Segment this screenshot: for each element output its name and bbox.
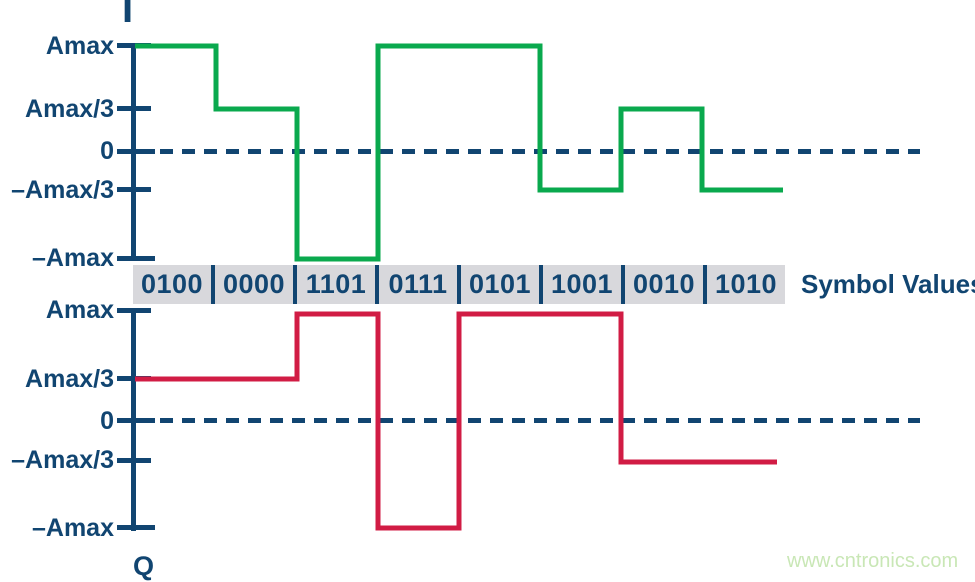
watermark-text: www.cntronics.com: [787, 550, 959, 572]
i-axis-label-amax: Amax: [45, 32, 114, 60]
q-zero-dashed-line: [160, 418, 920, 423]
q-tick-neg-amax3: [117, 458, 151, 463]
i-tick-neg-amax: [117, 256, 155, 261]
symbol-value: 1010: [714, 269, 778, 299]
symbol-value-strip: 0100 0000 1101 0111 0101 1001 0010 1010: [133, 265, 785, 304]
symbol-value: 0100: [140, 269, 204, 299]
q-tick-amax3: [117, 376, 151, 381]
q-tick-amax: [117, 308, 151, 313]
i-tick-amax: [117, 43, 151, 48]
i-tick-amax3: [117, 106, 151, 111]
q-axis-label-neg-amax3: –Amax/3: [11, 446, 114, 474]
symbol-cell: 1001: [539, 265, 621, 304]
i-axis-label-neg-amax: –Amax: [32, 244, 114, 272]
i-axis-label-amax3: Amax/3: [25, 95, 114, 123]
i-tick-neg-amax3: [117, 187, 151, 192]
i-axis-label-neg-amax3: –Amax/3: [11, 176, 114, 204]
symbol-value: 0111: [388, 269, 448, 299]
symbol-value: 1101: [305, 269, 367, 299]
q-axis-label-amax: Amax: [45, 296, 114, 324]
symbol-cell: 0000: [211, 265, 293, 304]
symbol-value: 0101: [468, 269, 532, 299]
i-channel-label: I: [122, 0, 134, 31]
symbol-values-label: Symbol Values: [801, 269, 975, 299]
symbol-cell: 1010: [703, 265, 785, 304]
symbol-cell: 1101: [293, 265, 375, 304]
q-tick-zero: [117, 418, 155, 423]
q-waveform: [135, 311, 777, 531]
i-tick-zero: [117, 149, 155, 154]
q-channel-label: Q: [133, 551, 155, 581]
symbol-cell: 0111: [375, 265, 457, 304]
q-axis-label-amax3: Amax/3: [25, 365, 114, 393]
symbol-value: 0000: [222, 269, 286, 299]
q-tick-neg-amax: [117, 525, 155, 530]
symbol-cell: 0100: [133, 265, 211, 304]
symbol-value: 1001: [550, 269, 614, 299]
i-waveform: [135, 43, 783, 262]
symbol-cell: 0101: [457, 265, 539, 304]
q-axis-label-zero: 0: [100, 407, 114, 435]
symbol-cell: 0010: [621, 265, 703, 304]
i-axis-label-zero: 0: [100, 137, 114, 165]
symbol-value: 0010: [632, 269, 696, 299]
q-axis-label-neg-amax: –Amax: [32, 514, 114, 542]
